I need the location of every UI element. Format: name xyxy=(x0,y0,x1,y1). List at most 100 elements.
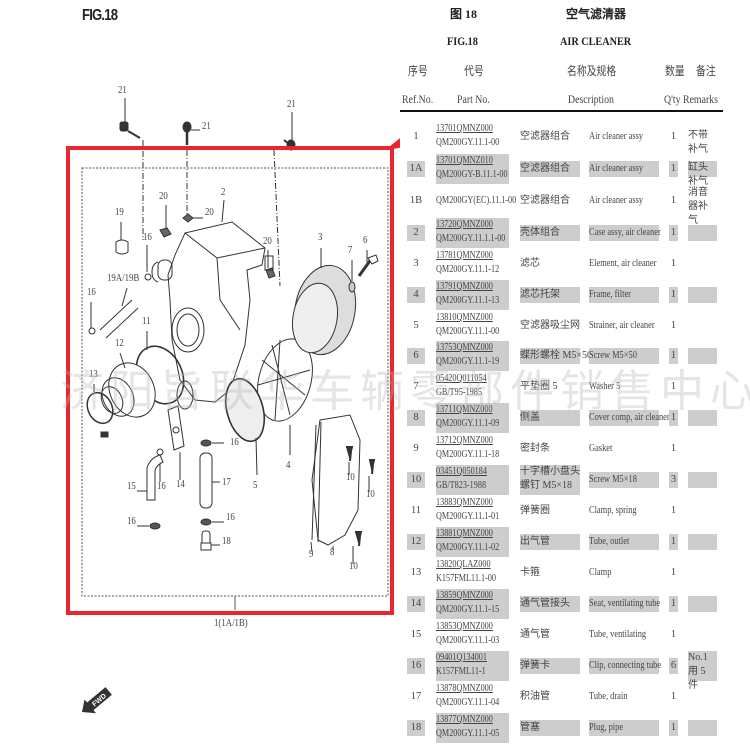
part-no-secondary: QM200GY.11.1-09 xyxy=(436,418,500,429)
part-no-secondary: K157FML11-1 xyxy=(436,666,486,677)
callout-17: 17 xyxy=(222,476,231,488)
desc-cn: 侧盖 xyxy=(520,410,580,426)
remarks xyxy=(688,689,717,705)
callout-20: 20 xyxy=(159,190,168,202)
remarks: 消音器补气 xyxy=(688,187,708,226)
qty: 1 xyxy=(670,505,677,516)
desc-cn: 管塞 xyxy=(520,720,580,736)
part-no-secondary: QM200GY.11.1-15 xyxy=(436,604,500,615)
fwd-arrow-icon: FWD xyxy=(82,687,112,714)
part-no-primary: 13753QMNZ000 xyxy=(436,342,493,353)
header-rule xyxy=(400,110,723,112)
ref-no: 5 xyxy=(413,320,419,331)
part-no-primary: 13791QMNZ000 xyxy=(436,281,493,292)
remarks: 不带补气 xyxy=(688,130,708,155)
desc-cn: 十字槽小盘头螺钉 M5×18 xyxy=(520,465,580,495)
part-no-secondary: QM200GY.11.1-00 xyxy=(436,137,500,148)
title-cn-fig: 图 18 xyxy=(450,7,478,21)
ref-no: 7 xyxy=(413,381,419,392)
col-ref-cn: 序号 xyxy=(408,64,428,78)
callout-4: 4 xyxy=(286,459,291,471)
callout-11: 11 xyxy=(142,315,151,327)
qty: 1 xyxy=(670,567,677,578)
callout-20: 20 xyxy=(205,206,214,218)
part-no-secondary: QM200GY.11.1-04 xyxy=(436,697,500,708)
exploded-diagram: FIG.18 xyxy=(66,7,400,714)
ref-no: 1 xyxy=(413,131,419,142)
remarks xyxy=(688,441,717,457)
callout-21: 21 xyxy=(287,98,296,110)
desc-en: Seat, ventilating tube xyxy=(589,596,660,612)
desc-en: Frame, filter xyxy=(589,287,659,303)
title-cn: 空气滤清器 xyxy=(566,7,627,21)
remarks xyxy=(688,596,717,612)
col-part-cn: 代号 xyxy=(464,64,484,78)
qty: 6 xyxy=(669,658,678,674)
remarks xyxy=(688,348,717,364)
callout-6: 6 xyxy=(363,234,368,246)
callout-10: 10 xyxy=(346,471,355,483)
qty: 1 xyxy=(669,348,678,364)
desc-cn: 空滤器组合 xyxy=(520,195,570,206)
part-no-secondary: QM200GY-B.11.1-00 xyxy=(436,169,508,180)
qty: 3 xyxy=(669,472,678,488)
remarks xyxy=(688,410,717,426)
pointer-arrow xyxy=(389,138,400,150)
desc-cn: 平垫圈 5 xyxy=(520,381,558,392)
ref-no: 15 xyxy=(410,629,422,640)
remarks: No.1 用 5 件 xyxy=(688,651,717,691)
desc-cn: 蝶形螺栓 M5×50 xyxy=(520,348,592,364)
ref-no: 9 xyxy=(413,443,419,454)
desc-cn: 弹簧圈 xyxy=(520,505,550,516)
part-no-secondary: GB/T823-1988 xyxy=(436,480,487,491)
part-no-secondary: QM200GY(EC).11.1-00 xyxy=(436,195,517,206)
qty: 1 xyxy=(670,195,677,206)
remarks xyxy=(688,627,717,643)
col-remarks-en: Remarks xyxy=(683,92,718,106)
ref-no: 17 xyxy=(410,691,422,702)
ref-no: 10 xyxy=(407,472,425,488)
qty: 1 xyxy=(669,410,678,426)
ref-no: 14 xyxy=(407,596,425,612)
callout-9: 9 xyxy=(309,548,314,560)
callout-16: 16 xyxy=(157,480,166,492)
air-cleaner-exploded-drawing: FWD xyxy=(66,98,400,714)
remarks: 缸头补气 xyxy=(688,161,717,187)
part-no-secondary: QM200GY.11.1-03 xyxy=(436,635,500,646)
callout-16: 16 xyxy=(143,231,152,243)
remarks xyxy=(688,256,717,272)
desc-cn: 滤芯 xyxy=(520,258,540,269)
part-no-primary: 13878QMNZ000 xyxy=(436,683,493,694)
remarks xyxy=(688,503,717,519)
remarks xyxy=(688,534,717,550)
qty: 1 xyxy=(670,381,677,392)
qty: 1 xyxy=(670,258,677,269)
callout-10: 10 xyxy=(366,488,375,500)
ref-no: 3 xyxy=(413,258,419,269)
callout-21: 21 xyxy=(202,120,211,132)
part-no-primary: 13853QMNZ000 xyxy=(436,621,493,632)
bolt-21-center xyxy=(182,121,200,215)
ref-no: 6 xyxy=(407,348,425,364)
remarks xyxy=(688,225,717,241)
part-no-secondary: QM200GY.11.1.1-00 xyxy=(436,233,506,244)
part-no-primary: 03451Q050184 xyxy=(436,466,487,477)
highlight-frame xyxy=(66,146,394,615)
desc-cn: 弹簧卡 xyxy=(520,658,580,674)
desc-en: Clamp, spring xyxy=(589,505,637,516)
